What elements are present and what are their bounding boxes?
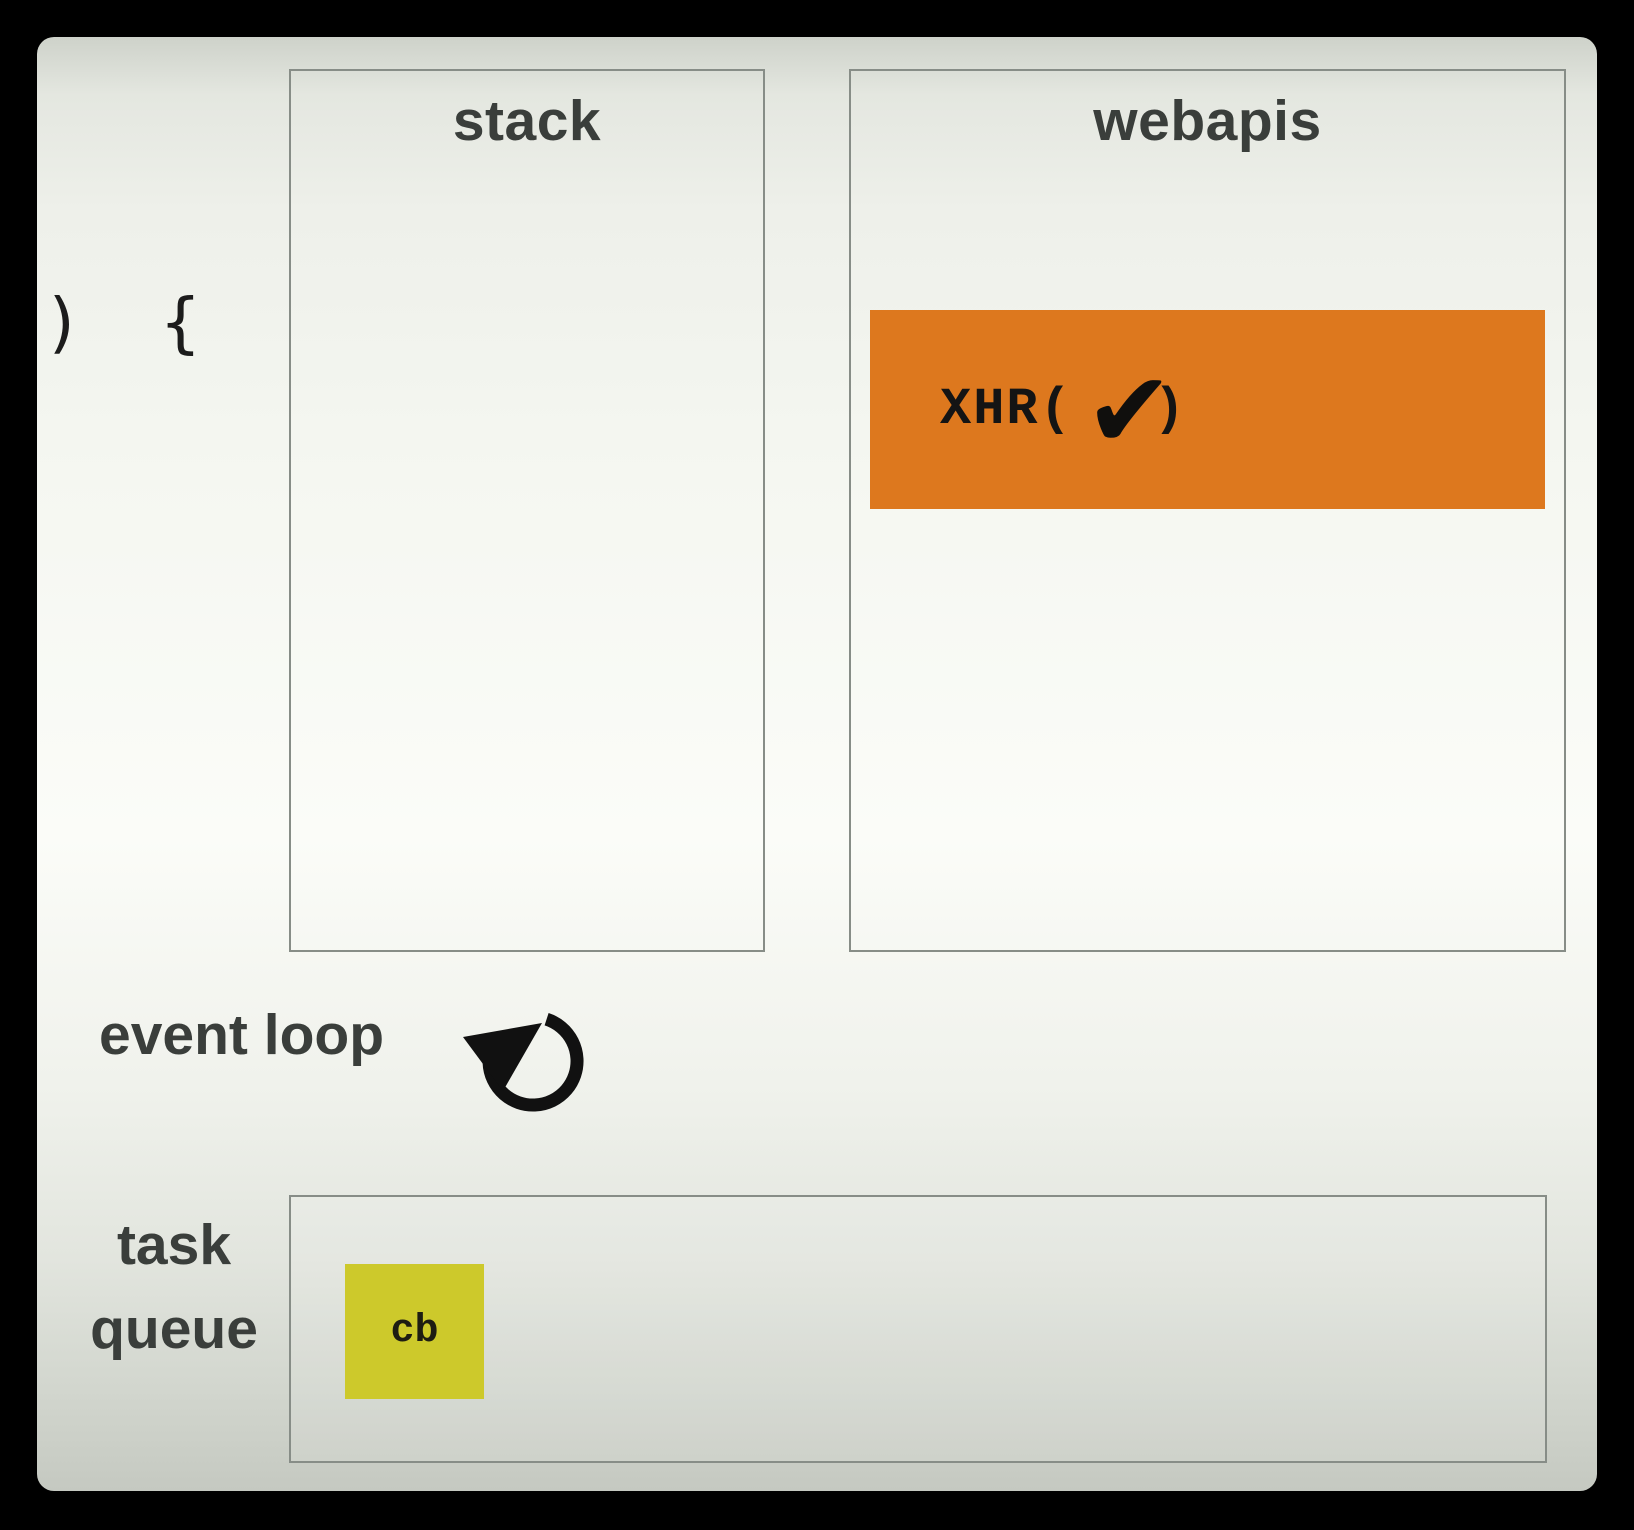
- rotate-counterclockwise-icon: [458, 985, 598, 1125]
- stack-title: stack: [452, 89, 602, 153]
- xhr-task-label-close: ): [1153, 380, 1187, 439]
- webapi-task-xhr: XHR( ✔ ): [870, 310, 1545, 509]
- event-loop-visualizer-panel: ) { stack webapis XHR( ✔ ) event loop cb…: [37, 37, 1597, 1491]
- xhr-task-label: XHR(: [940, 380, 1073, 439]
- task-queue-label-line1: task: [116, 1213, 232, 1277]
- queue-item-label: cb: [390, 1309, 439, 1354]
- task-queue-label: task queue: [65, 1203, 283, 1371]
- event-loop-label: event loop: [99, 1003, 385, 1067]
- code-fragment: ) {: [43, 284, 201, 361]
- task-queue-label-line2: queue: [90, 1297, 258, 1361]
- task-queue-box: cb: [289, 1195, 1547, 1463]
- webapis-title: webapis: [1093, 89, 1322, 153]
- webapis-box: webapis XHR( ✔ ): [849, 69, 1566, 952]
- queue-item-cb: cb: [345, 1264, 484, 1399]
- call-stack-box: stack: [289, 69, 765, 952]
